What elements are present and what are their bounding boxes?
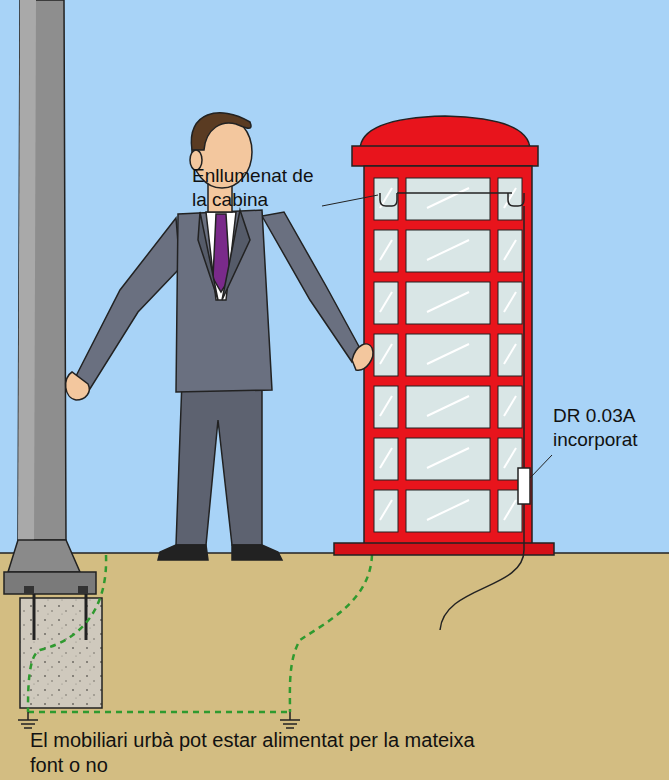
glass-glint <box>427 500 469 520</box>
glass-pane <box>498 230 522 272</box>
glass-glint <box>427 240 469 260</box>
glass-pane <box>374 230 398 272</box>
glass-pane <box>406 230 490 272</box>
callout-label: Enllumenat de la cabina <box>192 164 322 212</box>
glass-glint <box>504 292 516 312</box>
glass-glint <box>380 500 392 520</box>
glass-glint <box>427 344 469 364</box>
glass-pane <box>406 490 490 532</box>
glass-glint <box>427 188 469 208</box>
glass-glint <box>504 396 516 416</box>
caption: El mobiliari urbà pot estar alimentat pe… <box>30 728 500 778</box>
glass-glint <box>504 344 516 364</box>
glass-pane <box>406 334 490 376</box>
glass-pane <box>374 282 398 324</box>
glass-pane <box>406 386 490 428</box>
glass-pane <box>374 386 398 428</box>
glass-pane <box>406 438 490 480</box>
callout-label: DR 0.03A incorporat <box>553 404 665 452</box>
glass-glint <box>427 396 469 416</box>
glass-pane <box>498 178 522 220</box>
glass-glint <box>504 500 516 520</box>
glass-pane <box>406 178 490 220</box>
glass-glint <box>380 396 392 416</box>
glass-pane <box>374 334 398 376</box>
glass-pane <box>498 386 522 428</box>
glass-pane <box>498 334 522 376</box>
glass-pane <box>498 282 522 324</box>
glass-pane <box>374 178 398 220</box>
glass-glint <box>504 448 516 468</box>
glass-pane <box>406 282 490 324</box>
glass-glint <box>427 448 469 468</box>
glass-glint <box>427 292 469 312</box>
glass-glint <box>380 448 392 468</box>
glass-pane <box>374 438 398 480</box>
glass-glint <box>380 292 392 312</box>
glass-glint <box>380 240 392 260</box>
glass-glint <box>504 240 516 260</box>
glass-pane <box>374 490 398 532</box>
glass-glint <box>380 344 392 364</box>
